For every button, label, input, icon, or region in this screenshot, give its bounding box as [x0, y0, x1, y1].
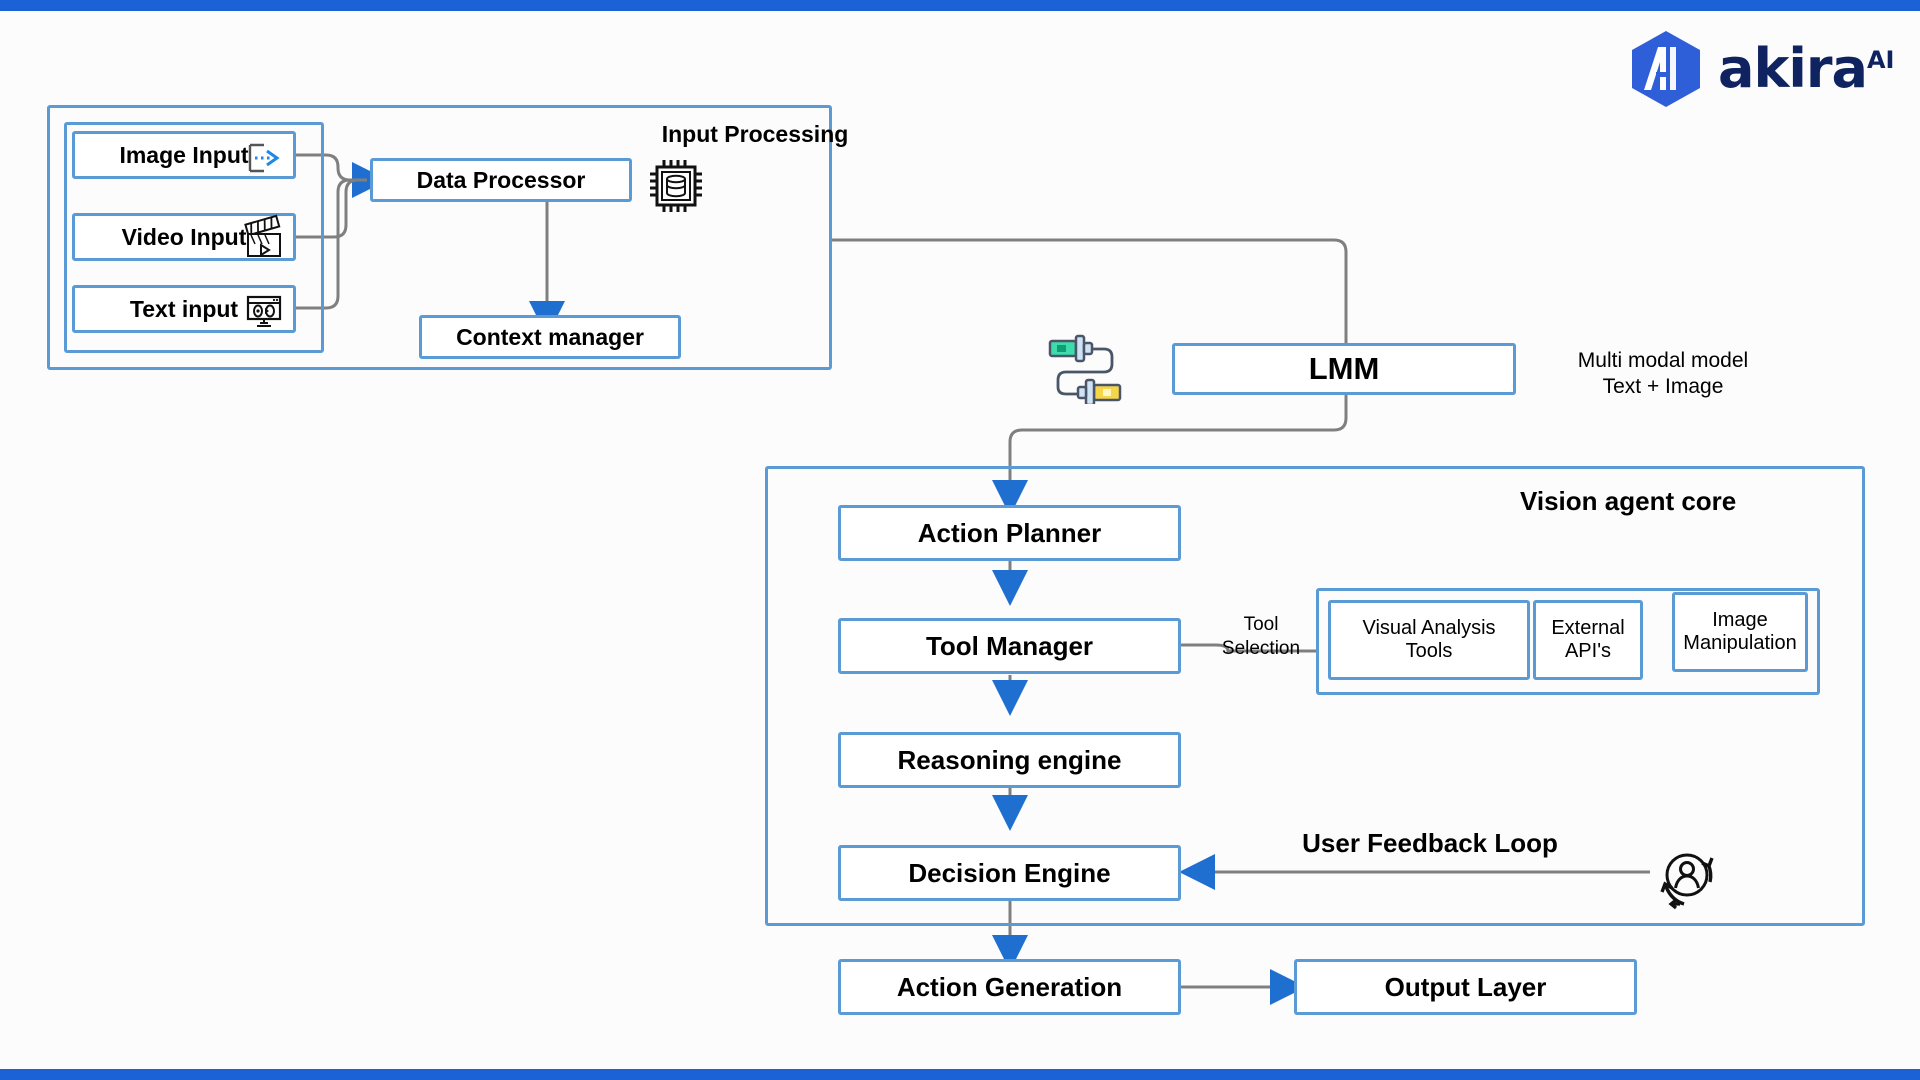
image-input-box[interactable]: Image Input: [72, 131, 296, 179]
tool-manager-label: Tool Manager: [925, 630, 1094, 661]
visual-analysis-tools-line1: Visual Analysis: [1362, 617, 1496, 639]
reasoning-engine-box[interactable]: Reasoning engine: [838, 732, 1181, 788]
output-layer-box[interactable]: Output Layer: [1294, 959, 1637, 1015]
reasoning-engine-label: Reasoning engine: [897, 744, 1122, 775]
cpu-database-icon: [645, 155, 707, 222]
video-input-label: Video Input: [121, 223, 247, 250]
image-manipulation-line1: Image: [1712, 609, 1768, 631]
tool-manager-box[interactable]: Tool Manager: [838, 618, 1181, 674]
output-layer-label: Output Layer: [1384, 971, 1547, 1002]
akira-hexagon-logo-icon: [1630, 30, 1702, 108]
tool-selection-label: Tool Selection: [1202, 613, 1320, 661]
brand-name: akira: [1718, 37, 1868, 100]
cable-connector-icon: [1046, 332, 1124, 409]
tools-group-container: [1316, 588, 1820, 695]
user-feedback-loop-label: User Feedback Loop: [1302, 828, 1558, 858]
brand-logo: akiraAI: [1630, 30, 1894, 108]
import-arrow-icon: [247, 142, 281, 180]
image-manipulation-box[interactable]: Image Manipulation: [1672, 592, 1808, 672]
vision-agent-core-title: Vision agent core: [1520, 486, 1737, 516]
video-input-box[interactable]: Video Input: [72, 213, 296, 261]
visual-analysis-tools-box[interactable]: Visual Analysis Tools: [1328, 600, 1530, 680]
user-feedback-loop-icon: [1650, 838, 1724, 917]
text-input-box[interactable]: Text input: [72, 285, 296, 333]
lmm-caption-line1: Multi modal model: [1577, 349, 1749, 372]
context-manager-label: Context manager: [456, 323, 644, 350]
action-generation-box[interactable]: Action Generation: [838, 959, 1181, 1015]
bottom-accent-bar: [0, 1069, 1920, 1080]
lmm-label: LMM: [1308, 351, 1380, 386]
vision-agent-core-container: [765, 466, 1865, 926]
external-apis-box[interactable]: External API's: [1533, 600, 1643, 680]
external-apis-line1: External: [1551, 617, 1625, 639]
lmm-box[interactable]: LMM: [1172, 343, 1516, 395]
input-sources-container: [64, 122, 324, 353]
action-planner-box[interactable]: Action Planner: [838, 505, 1181, 561]
decision-engine-box[interactable]: Decision Engine: [838, 845, 1181, 901]
action-generation-label: Action Generation: [896, 971, 1123, 1002]
lmm-caption-line2: Text + Image: [1602, 375, 1724, 399]
image-input-label: Image Input: [119, 141, 249, 168]
data-processor-label: Data Processor: [416, 166, 586, 193]
lmm-caption: Multi modal model Text + Image: [1538, 348, 1788, 401]
brand-superscript: AI: [1866, 46, 1895, 74]
external-apis-line2: API's: [1564, 640, 1612, 662]
text-input-label: Text input: [129, 295, 239, 322]
tool-selection-line1: Tool: [1243, 614, 1279, 635]
input-processing-title: Input Processing: [661, 121, 849, 147]
image-manipulation-line2: Manipulation: [1683, 632, 1797, 654]
monitor-audio-icon: [245, 294, 283, 336]
brand-wordmark: akiraAI: [1718, 42, 1894, 96]
data-processor-box[interactable]: Data Processor: [370, 158, 632, 202]
context-manager-box[interactable]: Context manager: [419, 315, 681, 359]
tool-selection-line2: Selection: [1221, 637, 1301, 659]
decision-engine-label: Decision Engine: [908, 857, 1111, 888]
input-processing-container: [47, 105, 832, 370]
clapperboard-icon: [243, 214, 285, 268]
visual-analysis-tools-line2: Tools: [1405, 640, 1453, 662]
action-planner-label: Action Planner: [917, 517, 1102, 548]
top-accent-bar: [0, 0, 1920, 11]
